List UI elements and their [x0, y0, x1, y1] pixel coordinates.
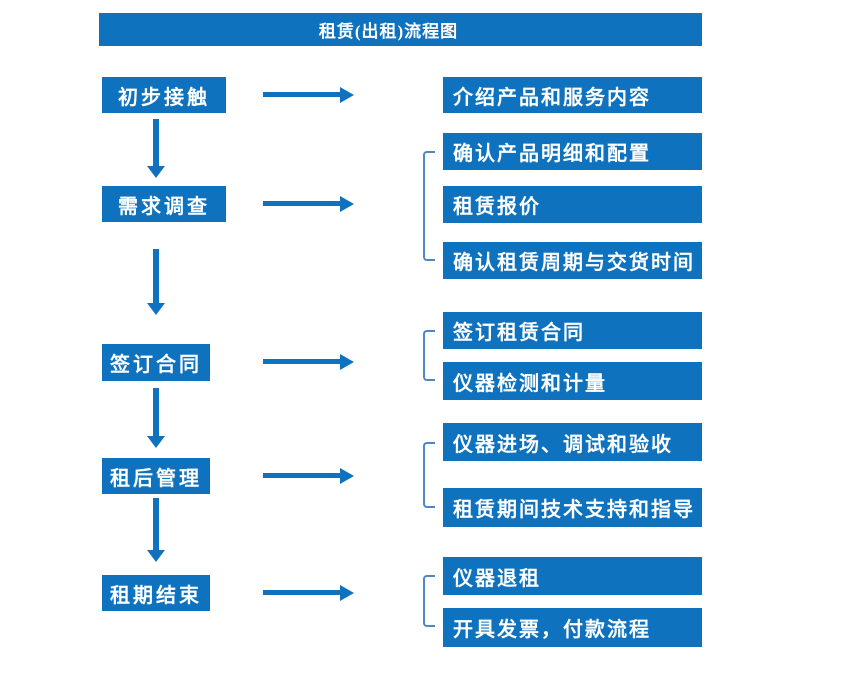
down-arrow-icon — [147, 249, 165, 315]
step-box-initial-contact: 初步接触 — [102, 77, 226, 113]
group-bracket — [423, 575, 435, 627]
detail-box-confirm-product-details: 确认产品明细和配置 — [443, 133, 702, 170]
detail-label: 仪器检测和计量 — [453, 372, 607, 395]
detail-box-technical-support: 租赁期间技术支持和指导 — [443, 488, 702, 527]
group-bracket — [423, 330, 435, 381]
down-arrow-icon — [147, 498, 165, 562]
detail-label: 确认产品明细和配置 — [453, 143, 651, 165]
step-box-sign-contract: 签订合同 — [102, 344, 210, 381]
step-label: 初步接触 — [118, 86, 210, 109]
right-arrow-icon — [263, 468, 354, 484]
detail-label: 介绍产品和服务内容 — [453, 86, 651, 109]
detail-box-instrument-setup-acceptance: 仪器进场、调试和验收 — [443, 423, 702, 461]
step-label: 租后管理 — [110, 467, 202, 490]
step-box-rental-end: 租期结束 — [102, 575, 210, 611]
detail-box-introduce-products: 介绍产品和服务内容 — [443, 77, 702, 113]
detail-label: 仪器退租 — [453, 567, 541, 590]
detail-box-instrument-inspection: 仪器检测和计量 — [443, 362, 702, 400]
step-box-post-rental-management: 租后管理 — [102, 458, 210, 494]
detail-box-rental-quote: 租赁报价 — [443, 186, 702, 223]
step-box-demand-survey: 需求调查 — [102, 186, 226, 222]
detail-box-sign-rental-contract: 签订租赁合同 — [443, 312, 702, 349]
down-arrow-icon — [147, 388, 165, 448]
step-label: 签订合同 — [110, 354, 202, 376]
detail-box-confirm-period-delivery: 确认租赁周期与交货时间 — [443, 242, 702, 279]
flowchart-title: 租赁(出租)流程图 — [318, 22, 459, 41]
detail-label: 租赁报价 — [453, 196, 541, 218]
down-arrow-icon — [147, 119, 165, 178]
flowchart-title-bar: 租赁(出租)流程图 — [99, 13, 702, 46]
right-arrow-icon — [263, 585, 354, 601]
right-arrow-icon — [263, 87, 354, 103]
right-arrow-icon — [263, 354, 354, 370]
detail-box-instrument-return: 仪器退租 — [443, 557, 702, 595]
step-label: 需求调查 — [118, 195, 210, 218]
detail-label: 仪器进场、调试和验收 — [453, 433, 673, 456]
group-bracket — [423, 151, 435, 261]
detail-label: 租赁期间技术支持和指导 — [453, 499, 695, 521]
right-arrow-icon — [263, 196, 354, 212]
detail-label: 确认租赁周期与交货时间 — [453, 252, 695, 274]
detail-label: 开具发票，付款流程 — [453, 619, 651, 641]
detail-box-invoice-payment: 开具发票，付款流程 — [443, 608, 702, 647]
detail-label: 签订租赁合同 — [453, 322, 585, 344]
group-bracket — [423, 442, 435, 508]
step-label: 租期结束 — [110, 584, 202, 607]
